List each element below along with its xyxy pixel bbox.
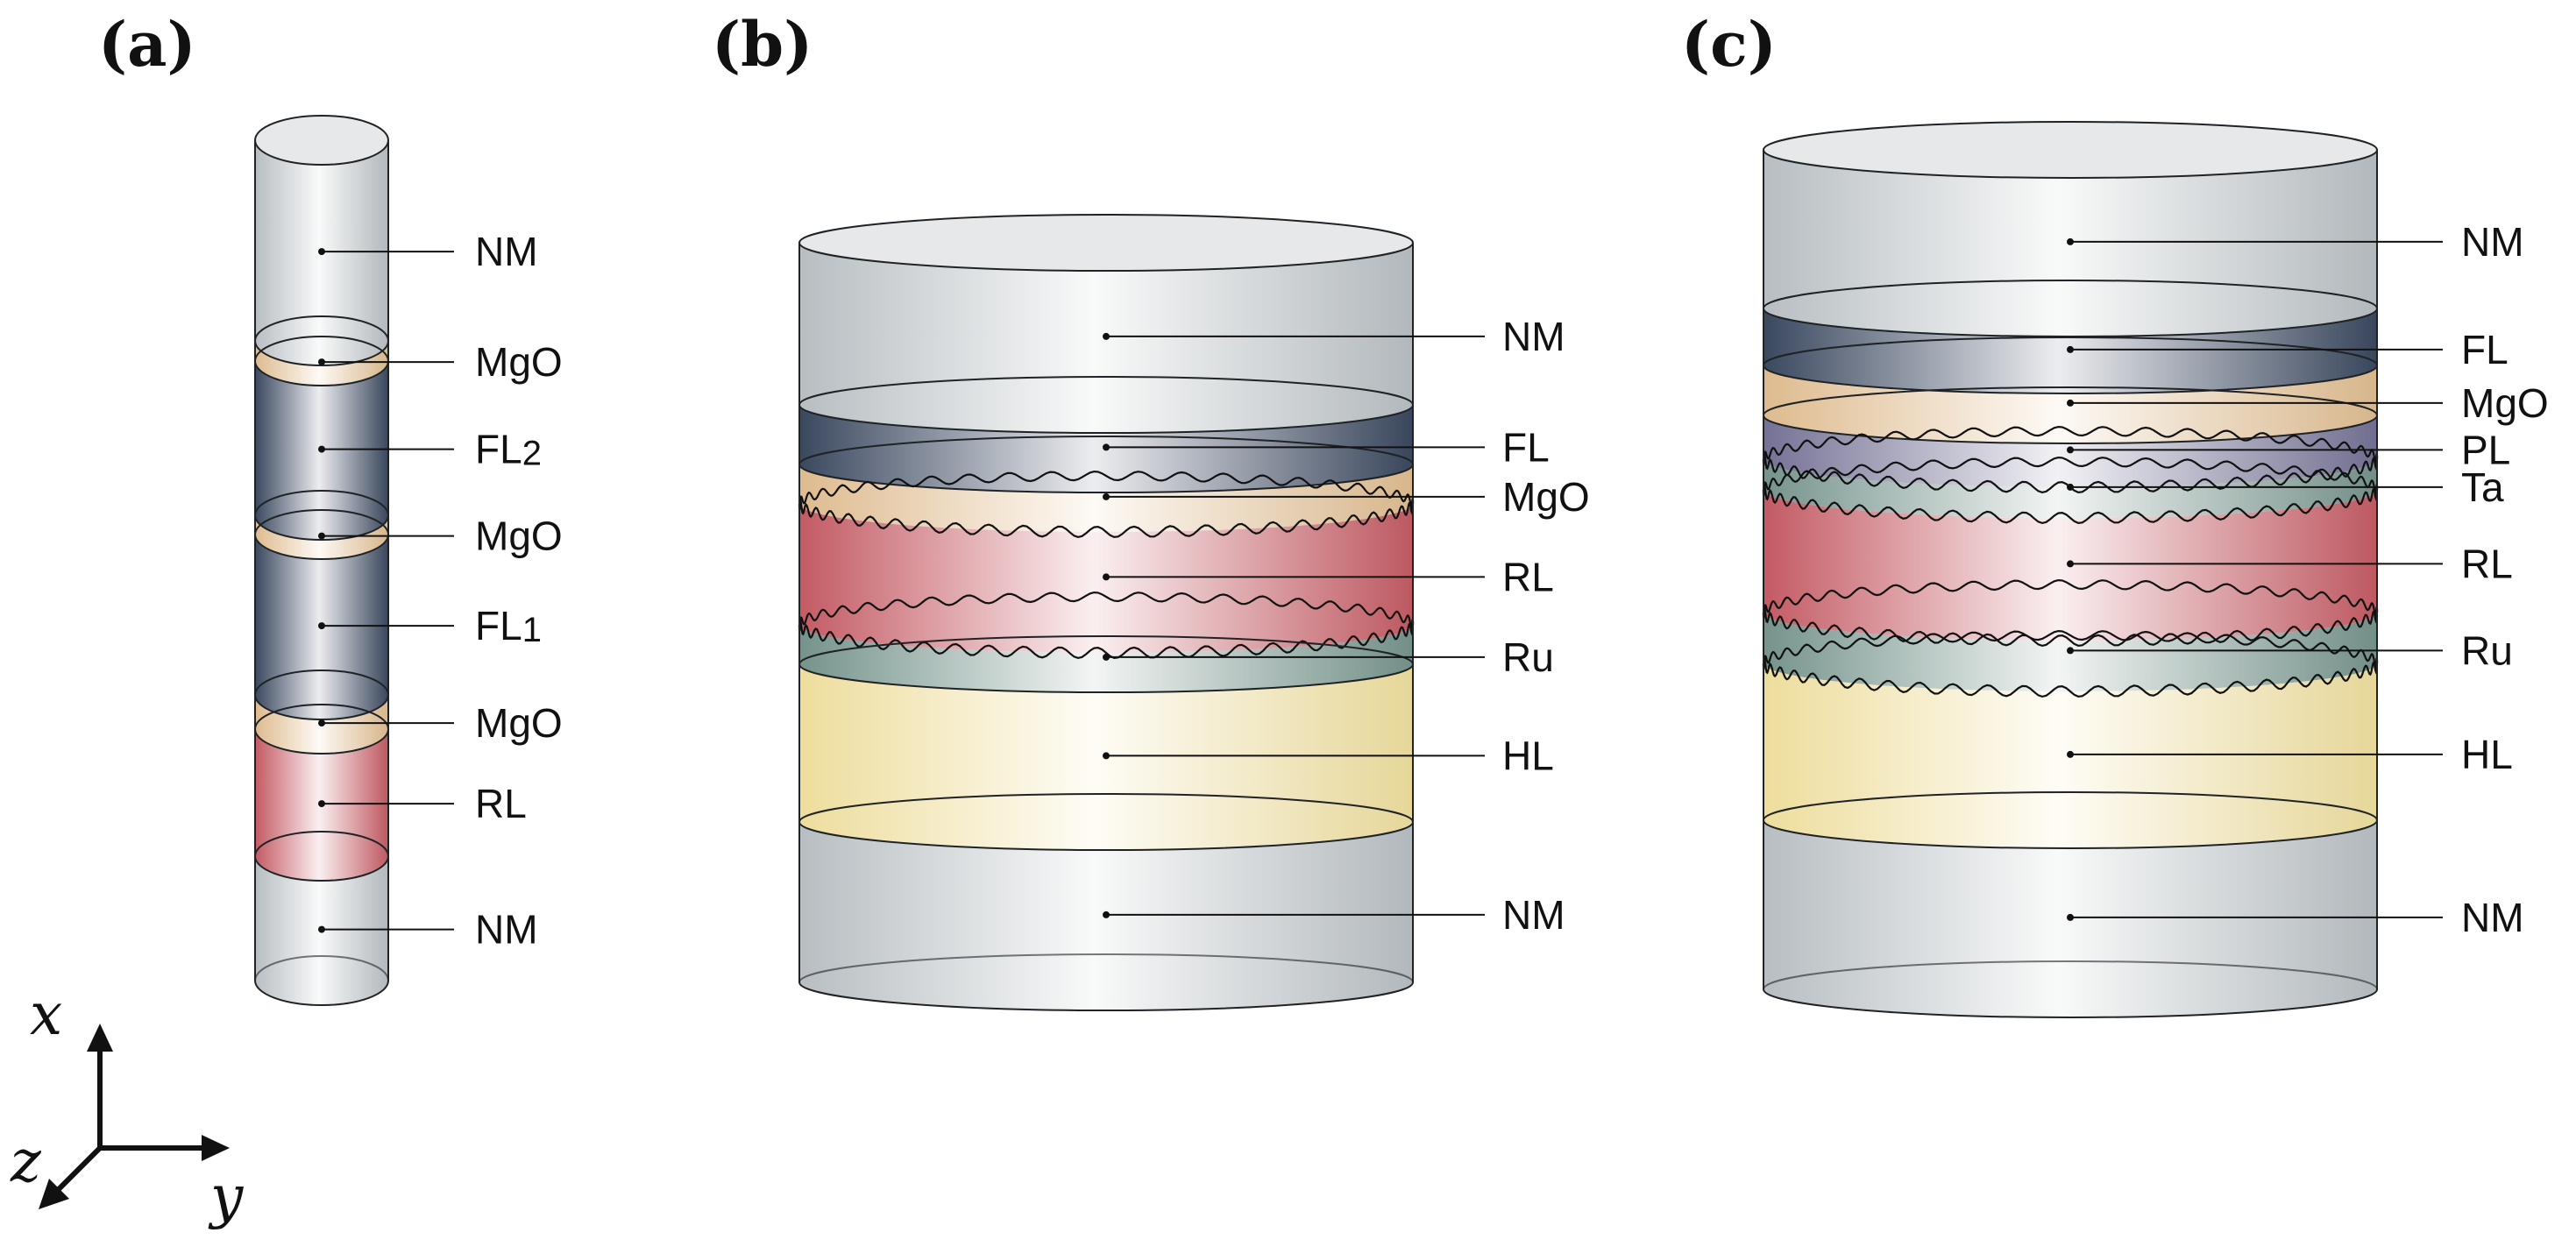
layer-label-rl: RL (475, 781, 527, 826)
layer-label-nm: NM (1502, 892, 1565, 938)
rough-interface-front (798, 619, 1415, 660)
cylinder-bottom-back-edge (1763, 960, 2378, 990)
layer-label-pl: PL (2461, 427, 2510, 472)
cylinder-bottom-back-edge (254, 955, 389, 981)
layer-label-text: FL (475, 603, 522, 648)
layer-label-hl: HL (1502, 733, 1554, 778)
layer-label-nm: NM (1502, 314, 1565, 359)
layer-label-text: NM (2461, 895, 2524, 940)
layer-label-text: NM (475, 229, 538, 274)
layer-label-text: Ru (1502, 634, 1554, 680)
layer-label-nm: NM (2461, 219, 2524, 265)
rough-interface-back (1762, 456, 2379, 494)
layer-label-fl2: FL2 (475, 427, 542, 473)
layer-label-mgo: MgO (1502, 474, 1590, 520)
layer-label-text: FL (475, 427, 522, 472)
layer-label-rl: RL (2461, 541, 2513, 586)
rough-interface-front (798, 498, 1415, 539)
panel-label-b: (b) (712, 8, 813, 81)
layer-label-text: RL (475, 781, 527, 826)
cylinder-bottom-edge (1763, 988, 2378, 1018)
cylinder-bottom-edge (798, 981, 1414, 1011)
x-axis-arrowhead (87, 1024, 113, 1052)
layer-label-rl: RL (1502, 554, 1554, 599)
panel-label-c: (c) (1681, 8, 1777, 81)
layer-label-subscript: 2 (522, 435, 542, 473)
cylinder-bottom-back-edge (798, 953, 1414, 983)
layer-label-fl: FL (2461, 327, 2509, 372)
layer-mgo-body (255, 515, 388, 559)
cylinder-top-cap (1763, 121, 2378, 179)
layer-label-text: HL (1502, 733, 1554, 778)
rough-interface-back (1762, 629, 2379, 668)
coordinate-axes: x y z (10, 981, 244, 1230)
rough-interface-back (1762, 425, 2379, 464)
y-axis-arrowhead (202, 1135, 230, 1161)
layer-label-text: FL (2461, 327, 2509, 372)
layer-label-mgo: MgO (475, 700, 563, 746)
layer-label-text: HL (2461, 732, 2513, 777)
layer-label-nm: NM (2461, 895, 2524, 940)
layer-label-nm: NM (475, 229, 538, 274)
layer-label-nm: NM (475, 907, 538, 953)
layer-label-text: MgO (2461, 380, 2549, 426)
layer-label-mgo: MgO (475, 339, 563, 385)
rough-interface-back (798, 591, 1415, 629)
x-axis-label: x (30, 981, 62, 1048)
layer-label-text: RL (2461, 541, 2513, 586)
layer-label-text: PL (2461, 427, 2510, 472)
cylinder-top-cap (798, 214, 1414, 272)
z-axis-line (52, 1145, 103, 1196)
layer-label-mgo: MgO (475, 514, 563, 559)
panel-label-a: (a) (98, 8, 196, 81)
layer-label-text: NM (1502, 892, 1565, 938)
z-axis-label: z (10, 1128, 42, 1195)
layer-label-text: FL (1502, 424, 1550, 470)
layer-label-ru: Ru (1502, 634, 1554, 680)
layer-label-text: MgO (475, 700, 563, 746)
layer-label-text: NM (2461, 219, 2524, 265)
cylinder-bottom-edge (254, 980, 389, 1006)
layer-label-text: Ta (2461, 464, 2504, 510)
layer-label-ru: Ru (2461, 627, 2513, 673)
layer-label-text: Ru (2461, 627, 2513, 673)
cylinder-top-cap (254, 115, 389, 166)
layer-label-text: NM (475, 907, 538, 953)
rough-interface-front (1762, 606, 2379, 648)
layer-label-text: MgO (475, 339, 563, 385)
layer-label-hl: HL (2461, 732, 2513, 777)
layer-label-mgo: MgO (2461, 380, 2549, 426)
y-axis-label: y (208, 1163, 244, 1230)
layer-label-text: RL (1502, 554, 1554, 599)
layer-label-subscript: 1 (522, 611, 542, 649)
layer-label-fl: FL (1502, 424, 1550, 470)
z-axis-arrowhead (39, 1179, 69, 1209)
layer-mgo-body (255, 341, 388, 386)
rough-interface-front (1762, 484, 2379, 525)
layer-label-fl1: FL1 (475, 603, 542, 649)
layer-label-text: MgO (475, 514, 563, 559)
layer-label-text: NM (1502, 314, 1565, 359)
rough-interface-back (798, 470, 1415, 508)
rough-interface-back (1762, 578, 2379, 617)
layer-label-text: MgO (1502, 474, 1590, 520)
layer-label-ta: Ta (2461, 464, 2504, 510)
rough-interface-front (1762, 657, 2379, 698)
